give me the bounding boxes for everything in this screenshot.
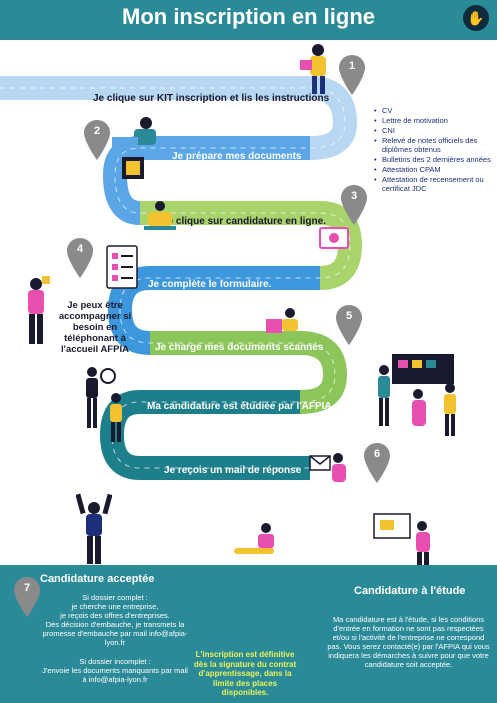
step-5-pin: 5 [336, 305, 362, 345]
list-item: CNI [374, 126, 496, 135]
step-1-pin: 1 [339, 55, 365, 95]
list-item: Lettre de motivation [374, 116, 496, 125]
person-celebrating-illustration [76, 493, 112, 564]
documents-list: CV Lettre de motivation CNI Relevé de no… [374, 106, 496, 194]
person-sitting-illustration [234, 523, 274, 554]
presentation-illustration [373, 513, 430, 566]
list-item: Attestation de recensement ou certificat… [374, 175, 496, 193]
list-item: Bulletins des 2 dernières années [374, 155, 496, 164]
definitive-note: L'inscription est définitive dès la sign… [193, 650, 297, 697]
person-phone-illustration [28, 276, 50, 344]
step-1-label: Je clique sur KIT inscription et lis les… [93, 93, 330, 104]
mail-person-illustration [309, 453, 346, 482]
step-5-label: Je charge mes documents scannés [155, 342, 324, 353]
person-documents-illustration [112, 117, 156, 179]
people-magnifier-illustration [86, 367, 122, 442]
step-3-label: Je clique sur candidature en ligne. [162, 216, 326, 227]
upload-person-illustration [266, 308, 298, 333]
accepted-complete-text: Si dossier complet : je cherche une entr… [42, 593, 188, 647]
step-2-pin: 2 [84, 120, 110, 160]
team-board-illustration [378, 354, 456, 436]
accepted-title: Candidature acceptée [40, 573, 155, 585]
list-item: CV [374, 106, 496, 115]
step-4-label: Je complète le formulaire. [148, 279, 272, 290]
form-clipboard-illustration [106, 245, 138, 289]
step-7-pin: 7 [14, 577, 40, 617]
step-4-pin: 4 [67, 238, 93, 278]
hand-icon[interactable]: ✋ [463, 5, 489, 31]
person-reading-illustration [300, 44, 326, 94]
accepted-incomplete-text: Si dossier incomplet : J'envoie les docu… [42, 657, 188, 684]
list-item: Relevé de notes officiels des diplômes o… [374, 136, 496, 154]
page-title: Mon inscription en ligne [122, 4, 375, 29]
step-6-pin: 6 [364, 443, 390, 483]
header-bar: Mon inscription en ligne ✋ [0, 0, 497, 40]
bottom-panel: 7 Candidature acceptée Si dossier comple… [0, 565, 497, 703]
laptop-person-illustration [144, 201, 176, 230]
accompany-text: Je peux être accompagner si besoin en té… [58, 300, 132, 355]
road-center-line [0, 87, 351, 469]
step-6-label: Je reçois un mail de réponse [164, 465, 302, 476]
study-title: Candidature à l'étude [354, 585, 466, 597]
screen-illustration [319, 227, 349, 249]
step-study-label: Ma candidature est étudiée par l'AFPIA. [147, 401, 335, 412]
list-item: Attestation CPAM [374, 165, 496, 174]
study-text: Ma candidature est à l'étude, si les con… [327, 615, 490, 669]
step-2-label: Je prépare mes documents [172, 151, 302, 162]
step-3-pin: 3 [341, 185, 367, 225]
